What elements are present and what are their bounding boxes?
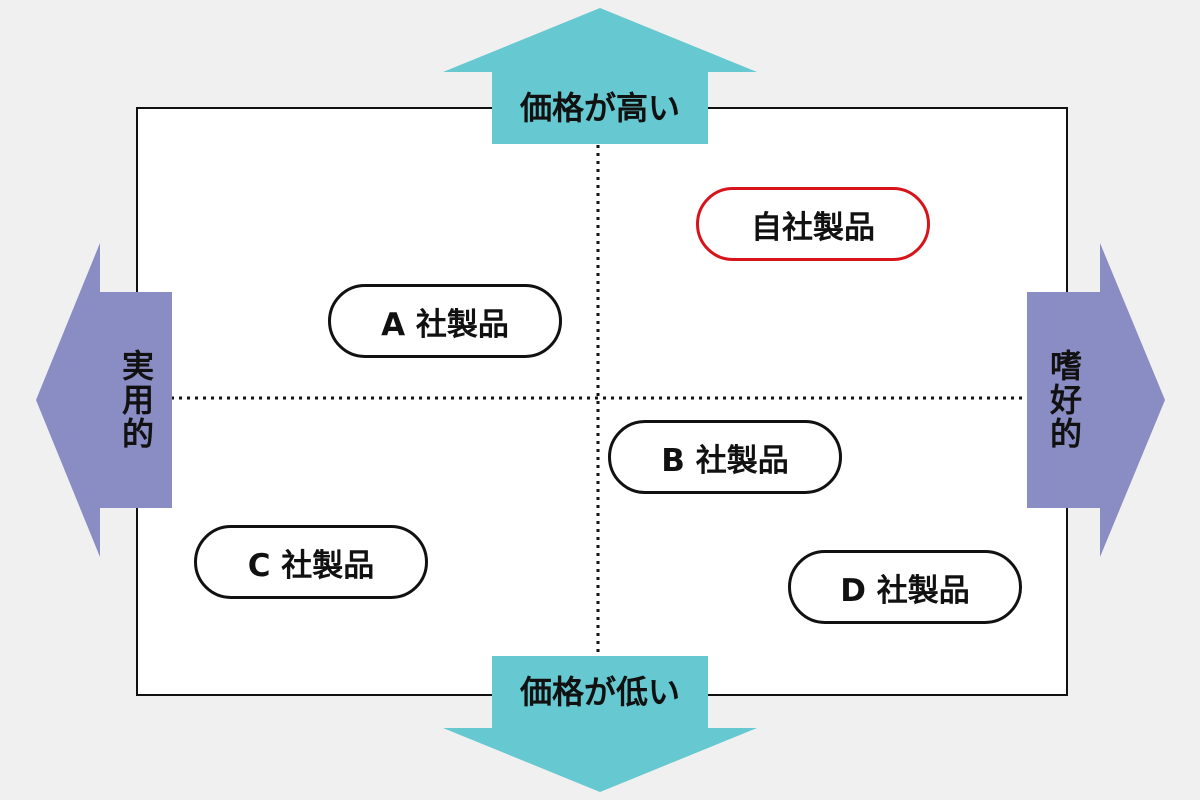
left-arrow-shape <box>36 243 172 557</box>
product-a: A 社製品 <box>328 284 562 358</box>
up-arrow-shape <box>443 8 757 144</box>
product-b: B 社製品 <box>608 420 842 494</box>
product-c: C 社製品 <box>194 525 428 599</box>
down-arrow-shape <box>443 656 757 792</box>
axis-label-price-high: 価格が高い <box>519 89 680 127</box>
product-d: D 社製品 <box>788 550 1022 624</box>
axis-label-taste: 嗜好的 <box>1045 349 1083 451</box>
product-own: 自社製品 <box>696 187 930 261</box>
axis-label-price-low: 価格が低い <box>519 673 680 711</box>
axis-label-practical: 実用的 <box>117 349 155 451</box>
right-arrow-shape <box>1027 243 1165 557</box>
